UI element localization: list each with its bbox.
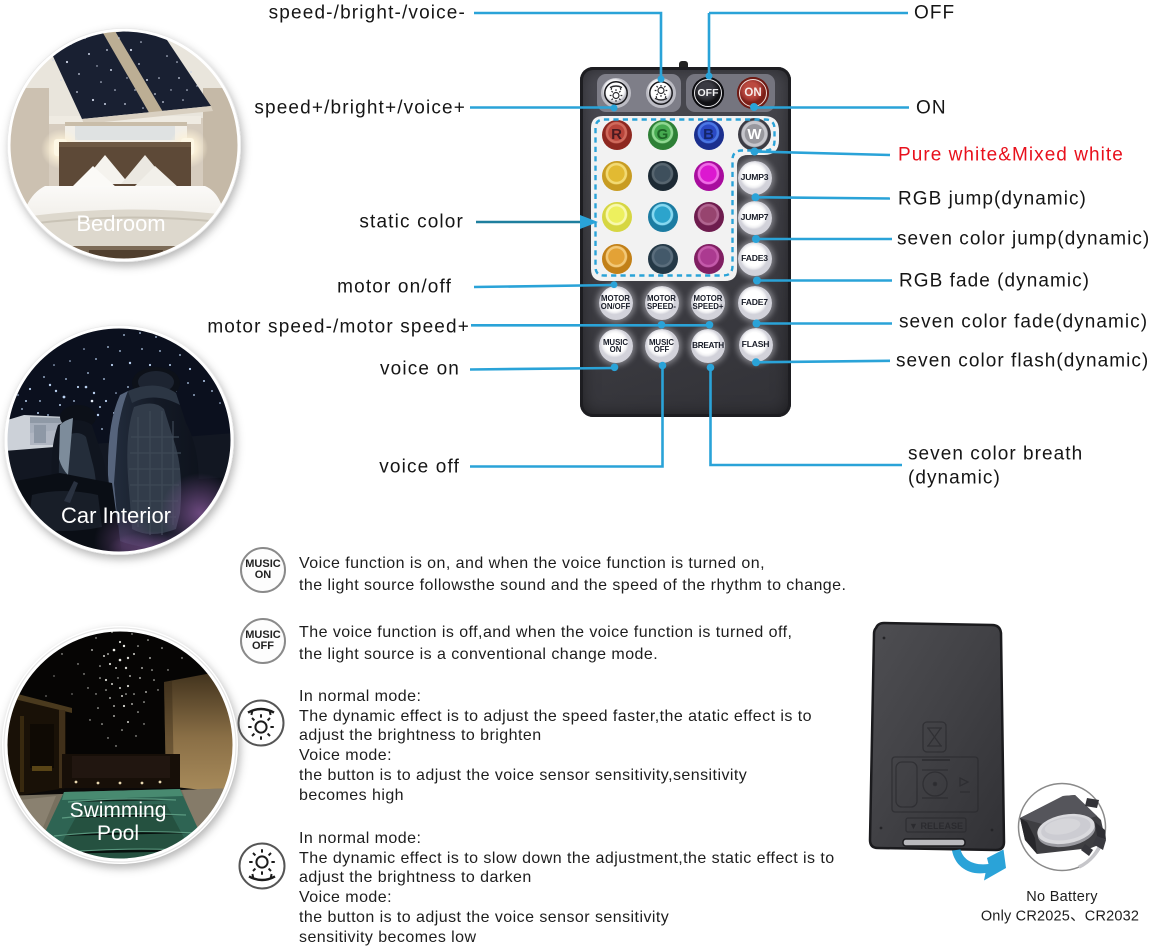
svg-text:Pool: Pool [97, 822, 139, 845]
svg-text:Car Interior: Car Interior [61, 503, 171, 528]
svg-text:Swimming: Swimming [70, 799, 167, 822]
svg-text:Bedroom: Bedroom [76, 211, 165, 236]
svg-text:▼ RELEASE: ▼ RELEASE [909, 821, 963, 831]
